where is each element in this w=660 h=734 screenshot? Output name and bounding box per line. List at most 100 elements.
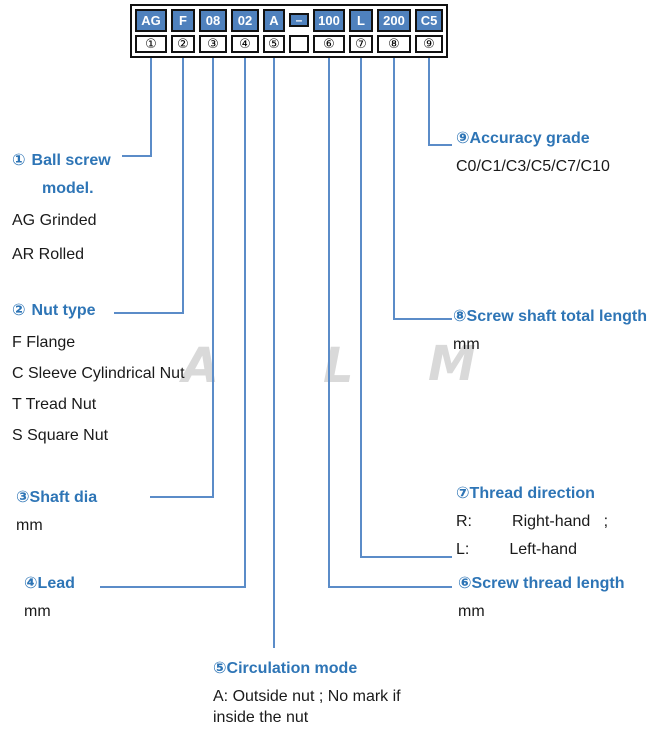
circled-number-7: ⑦ <box>456 485 470 502</box>
code-value-cell: 08 <box>199 9 227 32</box>
circled-number-9: ⑨ <box>456 130 470 147</box>
section-shaft-dia: ③Shaft dia mm <box>16 488 166 534</box>
option-line: mm <box>24 603 51 620</box>
section-title: ⑥Screw thread length <box>458 575 624 592</box>
section-title-text: Screw shaft total length <box>466 308 648 325</box>
code-column-8: 200 ⑧ <box>377 9 411 53</box>
code-column-3: 08 ③ <box>199 9 227 53</box>
circled-number-5: ⑤ <box>213 660 227 677</box>
code-value-cell: L <box>349 9 373 32</box>
code-index-cell: ⑦ <box>349 35 373 53</box>
option-line: S Square Nut <box>12 427 109 444</box>
code-value-cell: A <box>263 9 285 32</box>
code-index-cell: ⑨ <box>415 35 443 53</box>
option-line: mm <box>458 603 485 620</box>
code-column-2: F ② <box>171 9 195 53</box>
code-value-cell: 100 <box>313 9 345 32</box>
section-title-text: Circulation mode <box>226 660 358 677</box>
section-title-text: Accuracy grade <box>469 130 590 147</box>
leader-line-9-vertical <box>428 57 430 146</box>
leader-line-4-horizontal <box>100 586 246 588</box>
section-title: ⑧Screw shaft total length <box>453 308 647 325</box>
leader-line-4-vertical <box>244 57 246 588</box>
code-value-cell: C5 <box>415 9 443 32</box>
watermark-letter-m: M <box>428 336 476 392</box>
option-line: mm <box>453 336 480 353</box>
circled-number-2: ② <box>12 302 26 319</box>
option-line: F Flange <box>12 334 76 351</box>
section-title: ⑤Circulation mode <box>213 660 357 677</box>
code-index-cell: ② <box>171 35 195 53</box>
circled-number-6: ⑥ <box>458 575 472 592</box>
section-lead: ④Lead mm <box>24 574 154 620</box>
option-line: C Sleeve Cylindrical Nut <box>12 365 185 382</box>
code-index-cell: ⑧ <box>377 35 411 53</box>
circled-number-1: ① <box>12 152 26 169</box>
section-screw-thread-length: ⑥Screw thread length mm <box>458 574 658 620</box>
leader-line-7-horizontal <box>360 556 452 558</box>
section-body: mm <box>24 603 154 620</box>
section-title: ① Ball screw model. <box>12 147 124 203</box>
option-line: L: Left-hand <box>456 541 577 558</box>
section-body: mm <box>16 517 166 534</box>
option-line: AR Rolled <box>12 246 85 263</box>
code-value-cell: – <box>289 13 309 27</box>
section-body: mm <box>453 336 660 353</box>
section-title: ② Nut type <box>12 302 96 319</box>
leader-line-9-horizontal <box>428 144 452 146</box>
section-title-text: Nut type <box>31 302 96 319</box>
leader-line-7-vertical <box>360 57 362 558</box>
leader-line-1-vertical <box>150 57 152 157</box>
section-screw-shaft-total-length: ⑧Screw shaft total length mm <box>453 307 660 353</box>
section-thread-direction: ⑦Thread direction R: Right-hand ; L: Lef… <box>456 484 660 558</box>
section-circulation-mode: ⑤Circulation mode A: Outside nut ; No ma… <box>213 659 453 726</box>
code-value-cell: 200 <box>377 9 411 32</box>
section-title-text: Screw thread length <box>471 575 625 592</box>
section-title: ④Lead <box>24 575 75 592</box>
option-line: C0/C1/C3/C5/C7/C10 <box>456 158 610 175</box>
circled-number-8: ⑧ <box>453 308 467 325</box>
section-accuracy-grade: ⑨Accuracy grade C0/C1/C3/C5/C7/C10 <box>456 129 660 175</box>
leader-line-2-horizontal <box>114 312 184 314</box>
leader-line-3-vertical <box>212 57 214 498</box>
code-index-cell: ① <box>135 35 167 53</box>
part-number-table: AG ① F ② 08 ③ 02 ④ A ⑤ – 100 ⑥ L ⑦ <box>130 4 448 58</box>
section-body: F Flange C Sleeve Cylindrical Nut T Trea… <box>12 334 232 444</box>
option-line: inside the nut <box>213 709 309 726</box>
code-column-7: L ⑦ <box>349 9 373 53</box>
circled-number-3: ③ <box>16 489 30 506</box>
leader-line-3-horizontal <box>150 496 214 498</box>
leader-line-8-horizontal <box>393 318 452 320</box>
section-body: AG Grinded AR Rolled <box>12 212 124 263</box>
section-body: A: Outside nut ; No mark if inside the n… <box>213 688 453 726</box>
option-line: A: Outside nut ; No mark if <box>213 688 401 705</box>
leader-line-6-horizontal <box>328 586 452 588</box>
leader-line-8-vertical <box>393 57 395 320</box>
section-body: mm <box>458 603 658 620</box>
option-line: AG Grinded <box>12 212 97 229</box>
leader-line-2-vertical <box>182 57 184 314</box>
code-index-cell: ③ <box>199 35 227 53</box>
code-column-5: A ⑤ <box>263 9 285 53</box>
section-nut-type: ② Nut type F Flange C Sleeve Cylindrical … <box>12 301 232 444</box>
section-ball-screw-model: ① Ball screw model. AG Grinded AR Rolled <box>12 147 124 263</box>
leader-line-1-horizontal <box>122 155 152 157</box>
section-title-text: Lead <box>37 575 75 592</box>
code-column-6: 100 ⑥ <box>313 9 345 53</box>
section-body: C0/C1/C3/C5/C7/C10 <box>456 158 660 175</box>
option-line: R: Right-hand ; <box>456 513 609 530</box>
option-line: mm <box>16 517 43 534</box>
code-value-cell: 02 <box>231 9 259 32</box>
option-line: T Tread Nut <box>12 396 97 413</box>
code-column-9: C5 ⑨ <box>415 9 443 53</box>
circled-number-4: ④ <box>24 575 38 592</box>
section-title: ⑨Accuracy grade <box>456 130 590 147</box>
section-title-text: Ball screw model. <box>31 152 111 197</box>
code-column-4: 02 ④ <box>231 9 259 53</box>
code-column-1: AG ① <box>135 9 167 53</box>
code-index-cell: ⑤ <box>263 35 285 53</box>
code-column-dash: – <box>289 9 309 53</box>
section-title: ⑦Thread direction <box>456 485 595 502</box>
leader-line-5-vertical <box>273 57 275 648</box>
